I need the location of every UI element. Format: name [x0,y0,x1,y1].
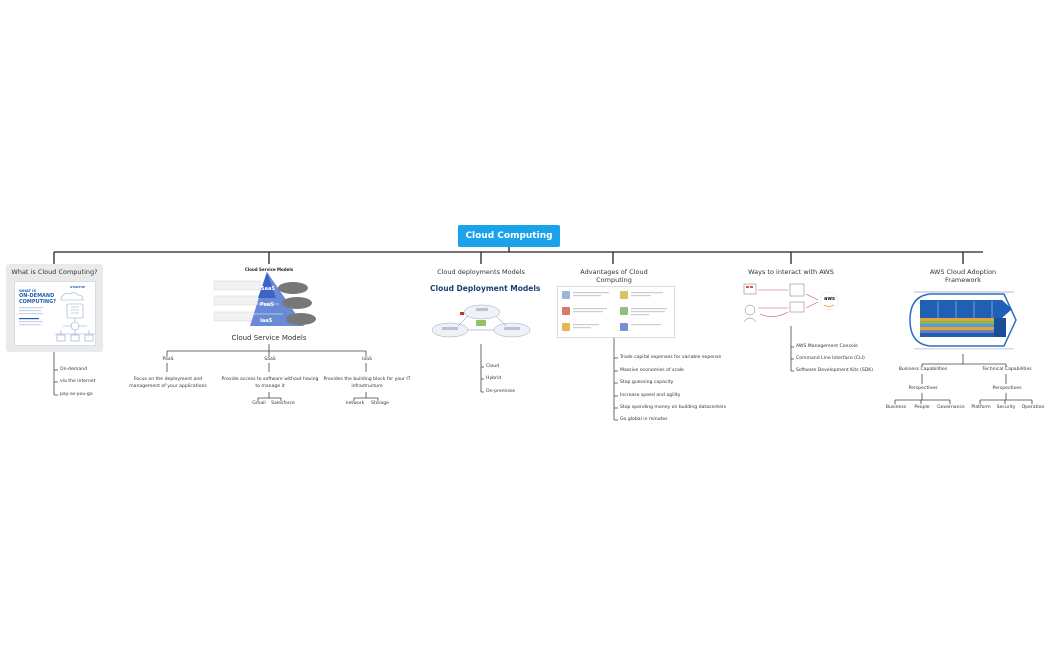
deploy-item-on-premises[interactable]: On-premises [485,389,517,394]
advantage-trade-capital[interactable]: Trade capital expenses for variable expe… [619,355,723,360]
way-sdk[interactable]: Software Development Kits (SDK) [795,368,875,373]
what-is-cloud-computing-card[interactable]: What is Cloud Computing? STARTUP WHAT IS… [6,264,103,352]
service-iaas-node[interactable]: IaaS [351,357,383,362]
iaas-example-network[interactable]: network [341,401,369,406]
aws-interaction-graphic [743,283,839,323]
service-saas-node[interactable]: SaaS [254,357,286,362]
pyramid-graphic [213,272,316,326]
deployment-image-title: Cloud Deployment Models [430,284,541,293]
infographic-brand: STARTUP [70,285,86,289]
caf-perspective-governance[interactable]: Governance [932,405,970,410]
caf-framework-image [908,288,1020,352]
pyramid-level-saas: SaaS [261,286,275,292]
advantage-economies-of-scale[interactable]: Massive economies of scale [619,368,685,373]
aws-logo: aws [824,296,835,302]
service-models-pyramid-image: Cloud Service Models SaaS PaaS IaaS [212,264,326,330]
caf-perspective-security[interactable]: Security [993,405,1019,410]
saas-description[interactable]: Provide access to software without havin… [219,376,321,390]
caf-perspective-platform[interactable]: Platform [968,405,994,410]
advantages-title-line-1: Advantages of Cloud [580,268,648,276]
saas-example-gmail[interactable]: Gmail [245,401,273,406]
iaas-description[interactable]: Provides the building block for your IT … [322,376,412,390]
deployment-clouds-graphic [431,304,531,338]
caf-perspective-people[interactable]: People [909,405,935,410]
deployment-models-image: Cloud Deployment Models [430,282,541,342]
caf-perspective-business[interactable]: Business [883,405,909,410]
deployment-models-title[interactable]: Cloud deployments Models [437,268,525,276]
deploy-item-hybrid[interactable]: Hybrid [485,376,503,381]
pyramid-level-paas: PaaS [260,302,274,308]
caf-framework-graphic [909,291,1017,350]
caf-perspective-operation[interactable]: Operation [1019,405,1047,410]
on-demand-infographic: STARTUP WHAT IS ON-DEMAND COMPUTING? [14,281,96,346]
service-paas-node[interactable]: PaaS [152,357,184,362]
caf-business-perspectives[interactable]: Perspectives [902,386,944,391]
caf-title-line-1: AWS Cloud Adoption [929,268,997,276]
paas-description[interactable]: Focus on the deployment and management o… [117,376,219,390]
cloud-network-icon [19,292,95,342]
advantage-speed-agility[interactable]: Increase speed and agility [619,393,682,398]
pyramid-title: Cloud Service Models [244,267,294,272]
central-topic-cloud-computing[interactable]: Cloud Computing [458,225,560,247]
infographic-heading-3: COMPUTING? [19,299,57,305]
way-cli[interactable]: Command Line Interface (CLI) [795,356,866,361]
infographic-heading-2: ON-DEMAND [19,293,55,299]
advantages-icons-image [557,286,675,338]
caf-title[interactable]: AWS Cloud Adoption Framework [918,268,1008,284]
what-item-via-internet[interactable]: via the internet [59,379,97,384]
advantages-title[interactable]: Advantages of Cloud Computing [570,268,658,284]
deploy-item-cloud[interactable]: Cloud [485,364,501,369]
aws-interaction-image: aws [740,280,844,324]
what-is-cloud-computing-title: What is Cloud Computing? [11,268,98,276]
advantages-title-line-2: Computing [596,276,632,284]
caf-technical-perspectives[interactable]: Perspectives [986,386,1028,391]
ways-to-interact-title[interactable]: Ways to interact with AWS [748,268,834,276]
caf-business-capabilities[interactable]: Business Capabilities [894,367,952,372]
caf-technical-capabilities[interactable]: Technical Capabilities [977,367,1037,372]
iaas-example-storage[interactable]: Storage [366,401,394,406]
what-item-pay-as-you-go[interactable]: pay-as-you-go [59,392,94,397]
advantage-stop-spending-datacenters[interactable]: Stop spending money on building datacent… [619,405,728,410]
pyramid-level-iaas: IaaS [260,318,273,324]
infographic-heading-1: WHAT IS [19,289,37,293]
service-models-title[interactable]: Cloud Service Models [231,334,307,342]
saas-example-salesforce[interactable]: Salesforce [268,401,298,406]
advantage-stop-guessing[interactable]: Stop guessing capacity [619,380,675,385]
advantage-go-global[interactable]: Go global in minutes [619,417,669,422]
way-management-console[interactable]: AWS Management Console [795,344,859,349]
caf-title-line-2: Framework [945,276,981,284]
advantages-icon-grid [562,291,667,331]
what-item-on-demand[interactable]: On-demand [59,367,89,372]
